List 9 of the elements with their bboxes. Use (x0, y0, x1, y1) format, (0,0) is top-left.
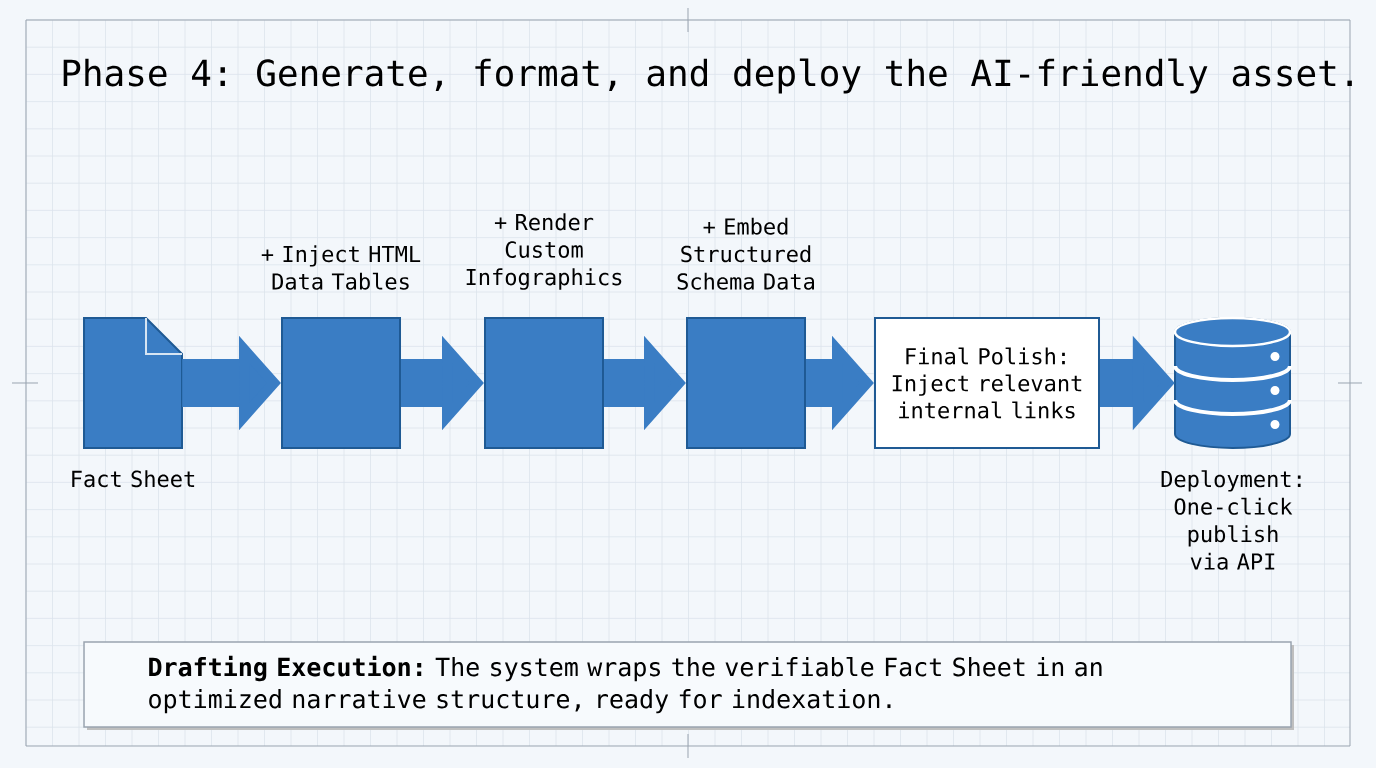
node-label: + Render Custom Infographics (466, 213, 622, 290)
node-label: + Inject HTML Data Tables (261, 245, 421, 290)
node-label: Deployment: One-click publish via API (1161, 470, 1301, 570)
node-label: Fact Sheet (72, 470, 195, 488)
process-box: Final Polish: Inject relevant internal links (874, 317, 1100, 449)
document-icon (83, 317, 183, 449)
title: Phase 4: Generate, format, and deploy the AI-friendly asset. (63, 58, 1352, 94)
node-label: + Embed Structured Schema Data (677, 217, 814, 290)
text-panel: Drafting Execution: The system wraps the verifiable Fact Sheet in an optimized narrative structure, ready for indexation. (83, 641, 1294, 730)
